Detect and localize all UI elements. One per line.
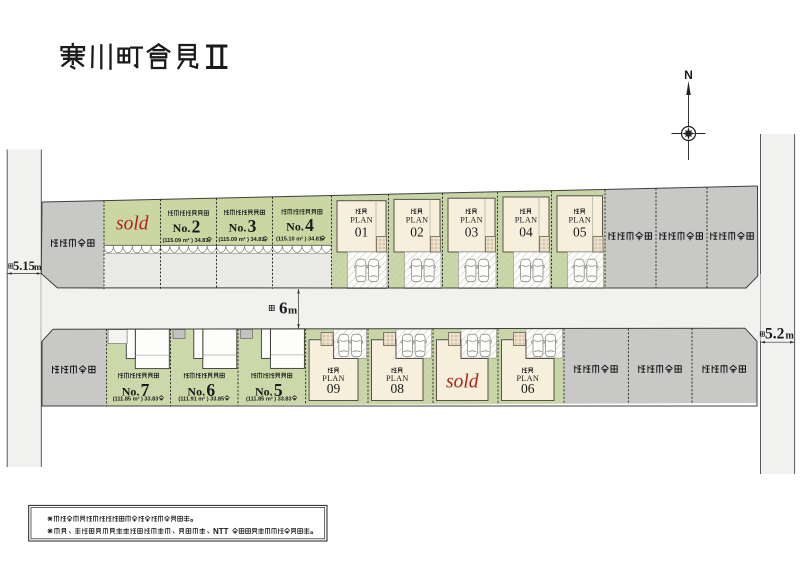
svg-text:01: 01: [355, 225, 369, 240]
svg-text:02: 02: [410, 225, 424, 240]
svg-text:m: m: [786, 331, 795, 342]
svg-text:PLAN: PLAN: [350, 216, 373, 225]
svg-text:No.: No.: [122, 385, 140, 399]
svg-text:2: 2: [192, 217, 201, 237]
svg-text:No.: No.: [229, 220, 247, 234]
svg-text:05: 05: [573, 225, 587, 240]
svg-text:PLAN: PLAN: [322, 374, 345, 383]
svg-text:PLAN: PLAN: [515, 216, 538, 225]
svg-text:5.15: 5.15: [13, 259, 35, 273]
svg-text:(111.91 m² ) 33.85: (111.91 m² ) 33.85: [178, 396, 224, 403]
svg-text:No.: No.: [286, 220, 304, 234]
svg-text:(111.85 m² ) 33.83: (111.85 m² ) 33.83: [246, 396, 292, 403]
svg-text:03: 03: [465, 225, 479, 240]
svg-text:(111.85 m² ) 33.83: (111.85 m² ) 33.83: [113, 396, 159, 403]
svg-text:PLAN: PLAN: [460, 216, 483, 225]
svg-text:(115.09 m² ) 34.81: (115.09 m² ) 34.81: [162, 237, 208, 244]
svg-text:No.: No.: [255, 385, 273, 399]
svg-text:(115.09 m² ) 34.81: (115.09 m² ) 34.81: [218, 236, 264, 243]
svg-text:7: 7: [141, 380, 150, 400]
svg-text:5.2: 5.2: [765, 326, 785, 343]
svg-text:PLAN: PLAN: [406, 216, 429, 225]
svg-text:(115.10 m² ) 34.81: (115.10 m² ) 34.81: [276, 236, 322, 243]
svg-text:PLAN: PLAN: [568, 216, 591, 225]
svg-text:No.: No.: [187, 385, 205, 399]
svg-text:08: 08: [391, 381, 405, 396]
svg-text:6: 6: [206, 380, 215, 400]
svg-text:3: 3: [248, 216, 257, 236]
svg-text:N: N: [684, 68, 693, 82]
svg-text:04: 04: [519, 225, 533, 240]
svg-text:06: 06: [521, 381, 535, 396]
svg-text:PLAN: PLAN: [386, 374, 409, 383]
svg-text:09: 09: [327, 381, 341, 396]
svg-text:No.: No.: [173, 221, 191, 235]
svg-text:m: m: [288, 305, 297, 317]
svg-text:sold: sold: [116, 214, 149, 235]
svg-text:sold: sold: [446, 372, 479, 393]
svg-text:6: 6: [279, 299, 288, 318]
svg-text:m: m: [34, 262, 42, 272]
svg-text:NTT: NTT: [213, 527, 229, 536]
svg-text:PLAN: PLAN: [516, 374, 539, 383]
svg-text:4: 4: [305, 215, 314, 235]
svg-text:5: 5: [274, 380, 283, 400]
